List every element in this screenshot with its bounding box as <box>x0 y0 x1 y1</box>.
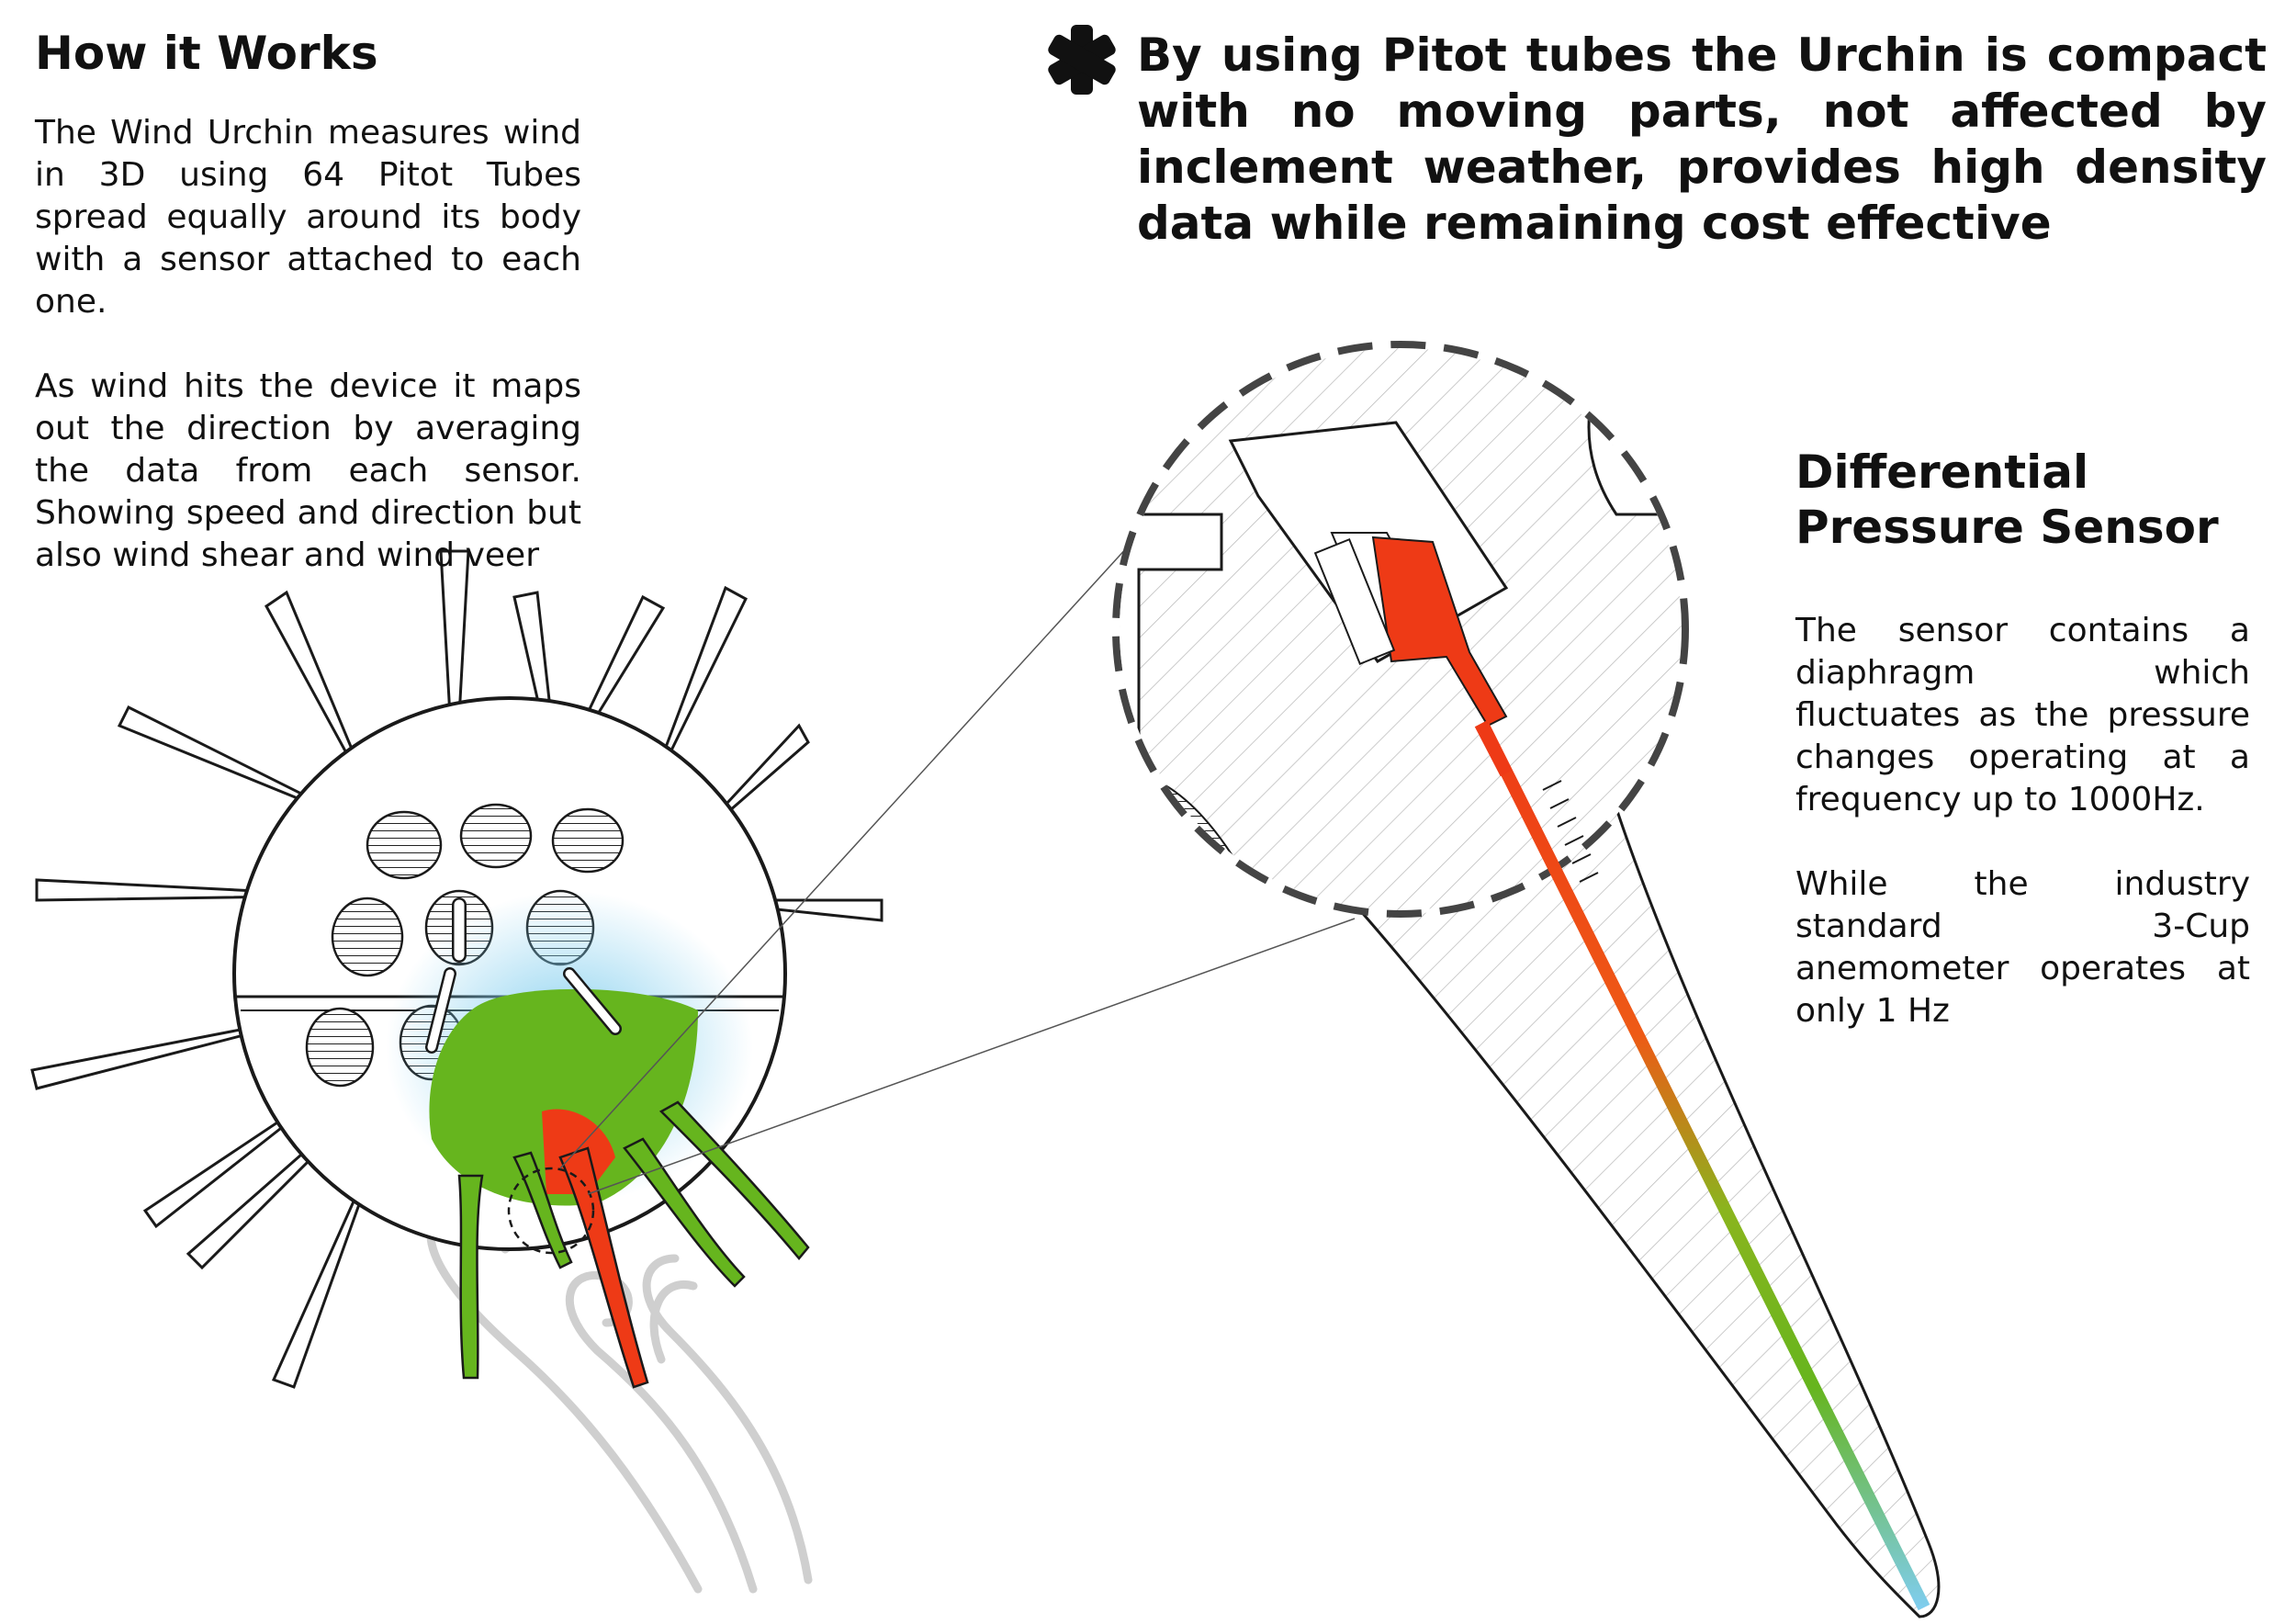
asterisk-icon <box>1048 25 1116 95</box>
urchin-body <box>30 549 884 1389</box>
how-it-works-paragraph-1: The Wind Urchin measures wind in 3D usin… <box>35 114 581 321</box>
sensor-text: The sensor contains a diaphragm which fl… <box>1795 610 2250 1032</box>
sensor-paragraph-2: While the industry standard 3-Cup anemom… <box>1795 865 2250 1030</box>
how-it-works-heading: How it Works <box>35 27 378 80</box>
how-it-works-text: The Wind Urchin measures wind in 3D usin… <box>35 112 581 577</box>
how-it-works-paragraph-2: As wind hits the device it maps out the … <box>35 367 581 574</box>
zoom-lines <box>559 513 1356 1195</box>
sensor-heading: Differential Pressure Sensor <box>1795 445 2219 554</box>
pitot-callout-text: By using Pitot tubes the Urchin is compa… <box>1137 28 2267 250</box>
sensor-paragraph-1: The sensor contains a diaphragm which fl… <box>1795 612 2250 818</box>
sensor-cross-section <box>1112 341 1941 1618</box>
